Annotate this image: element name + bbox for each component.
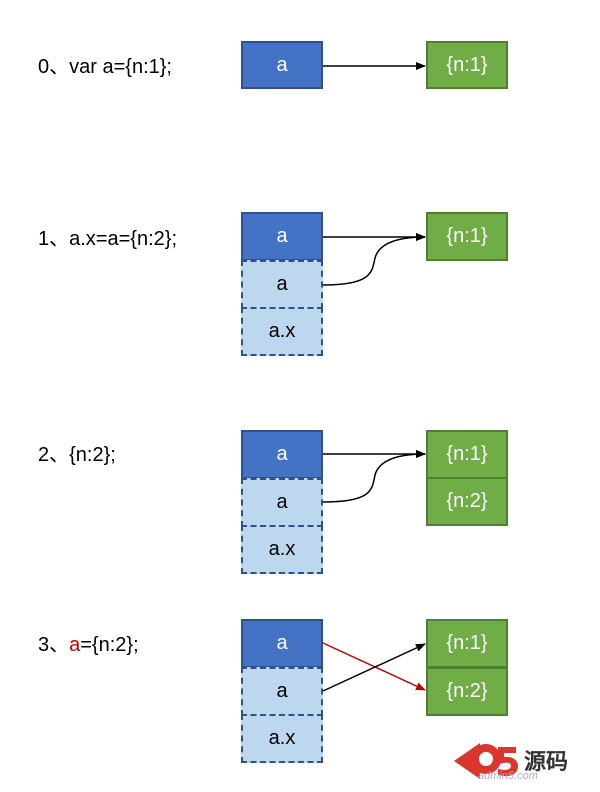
step-3-highlight: a [69, 634, 81, 656]
step-3-label: 3、a={n:2}; [38, 633, 139, 657]
step-1-obj-n1: {n:1} [426, 212, 508, 261]
step-2-var-a-x: a.x [241, 525, 323, 574]
step-1-var-a-x: a.x [241, 307, 323, 356]
step-1-var-a-copy: a [241, 260, 323, 309]
step-2-prefix: 2、 [38, 444, 70, 466]
step-0-prefix: 0、 [38, 56, 70, 78]
step-2-code: {n:2}; [69, 444, 116, 466]
step-1-label: 1、a.x=a={n:2}; [38, 227, 177, 251]
watermark-url: admin5.com [478, 770, 538, 782]
step-1-arrow-copy-to-n1 [322, 233, 426, 286]
step-3-code: ={n:2}; [80, 634, 139, 656]
step-3-obj-n2: {n:2} [426, 667, 508, 716]
step-3-prefix: 3、 [38, 634, 70, 656]
step-1-code: a.x=a={n:2}; [69, 228, 178, 250]
step-3-arrow-copy-to-n1 [322, 643, 426, 692]
step-0-obj-n1: {n:1} [426, 41, 508, 89]
step-0-code: var a={n:1}; [69, 56, 172, 78]
step-0-label: 0、var a={n:1}; [38, 55, 172, 79]
step-2-obj-n2: {n:2} [426, 477, 508, 526]
step-1-prefix: 1、 [38, 228, 70, 250]
step-3-arrow-a-to-n2 [322, 642, 426, 691]
step-0-var-a: a [241, 41, 323, 89]
step-2-label: 2、{n:2}; [38, 443, 116, 467]
a5-logo-watermark: 源码 [454, 743, 568, 779]
svg-text:源码: 源码 [524, 750, 568, 775]
step-3-var-a-x: a.x [241, 714, 323, 763]
step-3-var-a-copy: a [241, 667, 323, 716]
step-2-arrow-copy-to-n1 [322, 450, 426, 503]
